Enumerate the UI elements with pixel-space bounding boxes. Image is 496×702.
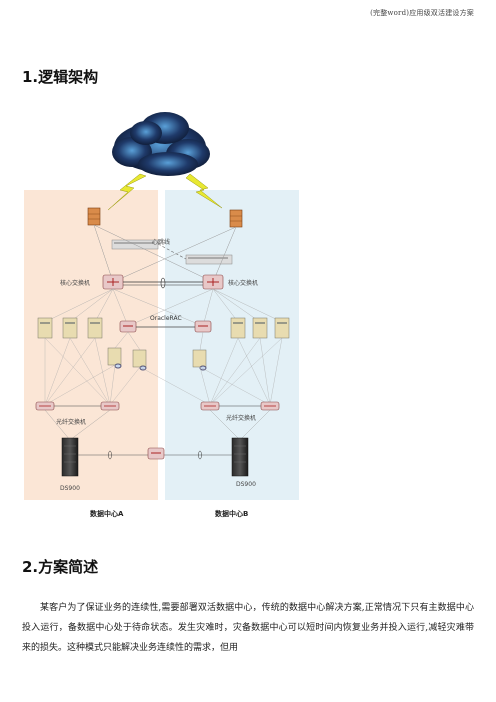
san-switch-left-b-icon [100,401,120,411]
san-mesh-links [44,337,283,406]
storage-left-label: DS900 [60,485,80,492]
wan-link-right-icon [185,173,223,209]
server-icon [87,317,103,339]
storage-right-label: DS900 [236,481,256,488]
core-switch-right-icon [202,274,224,290]
san-switch-right-label: 光纤交换机 [226,414,256,422]
rac-to-db-links [114,331,204,351]
storage-left-icon [61,437,79,477]
heartbeat-device-right-icon [185,254,233,265]
server-icon [252,317,268,339]
core-link-bundle-icon [160,277,166,289]
wan-link-left-icon [107,173,147,211]
oracle-rac-label: OracleRAC [150,315,182,322]
datacenter-a-label: 数据中心A [90,509,124,518]
firewall-left-icon [87,207,101,226]
uplink-lines [93,224,237,283]
core-switch-left-icon [102,274,124,290]
san-switch-left-label: 光纤交换机 [56,418,86,426]
san-switch-right-a-icon [200,401,220,411]
core-switch-left-label: 核心交换机 [60,279,90,287]
app-servers-left [37,317,103,339]
overview-paragraph: 某客户为了保证业务的连续性,需要部署双活数据中心，传统的数据中心解决方案,正常情… [22,603,474,653]
replication-bundle-right [198,450,202,460]
db-server-icon [107,347,122,369]
core-switch-right-label: 核心交换机 [228,279,258,287]
header-note: (完整word)应用级双活建设方案 [370,9,474,17]
server-icon [274,317,290,339]
db-servers-left [107,347,147,371]
app-servers-right [230,317,290,339]
server-icon [230,317,246,339]
datacenter-b-label: 数据中心B [215,509,248,518]
storage-right-icon [231,437,249,477]
san-switch-right-b-icon [260,401,280,411]
rac-switch-right-icon [194,320,212,333]
san-switch-left-a-icon [35,401,55,411]
replication-switch-icon [147,447,165,460]
zone-datacenter-a [24,190,158,500]
heartbeat-label: 心跳线 [152,238,170,246]
firewall-right-icon [229,209,243,228]
replication-bundle-left [108,450,112,460]
section-title-architecture: 1.逻辑架构 [22,68,99,86]
server-icon [62,317,78,339]
internet-cloud-icon [112,112,210,176]
architecture-diagram: 心跳线 核心交换机 核心交换机 [24,112,299,518]
server-icon [37,317,53,339]
rac-switch-left-icon [119,320,137,333]
server-links [44,288,283,327]
section-title-overview: 2.方案简述 [22,558,99,576]
db-server-right-icon [192,349,207,371]
heartbeat-line [157,243,187,260]
db-server-icon [132,349,147,371]
storage-links [44,409,271,441]
